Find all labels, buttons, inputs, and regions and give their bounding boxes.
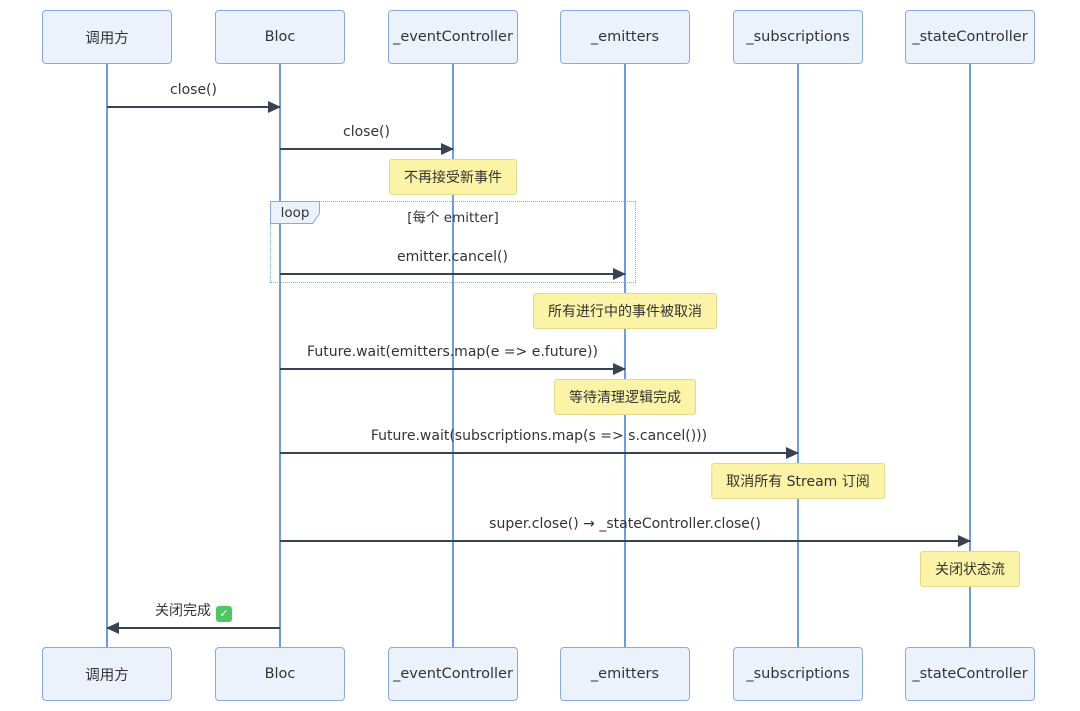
lifeline-bloc	[279, 64, 281, 647]
participant-top-subscriptions: _subscriptions	[733, 10, 863, 64]
participant-bottom-state-controller: _stateController	[905, 647, 1035, 701]
participant-top-caller: 调用方	[42, 10, 172, 64]
message-close-complete: 关闭完成 ✓	[106, 603, 280, 634]
participant-label: _subscriptions	[746, 666, 850, 682]
message-close-caller-to-bloc: close()	[107, 82, 281, 113]
message-label-text: 关闭完成	[155, 603, 211, 619]
note-wait-cleanup: 等待清理逻辑完成	[554, 379, 696, 415]
participant-label: _emitters	[590, 29, 660, 45]
message-label: Future.wait(subscriptions.map(s => s.can…	[370, 428, 708, 444]
message-label: close()	[170, 82, 217, 98]
participant-label: 调用方	[85, 667, 129, 684]
participant-label: _stateController	[912, 29, 1028, 45]
arrowhead-right-icon	[786, 447, 799, 459]
note-no-new-events: 不再接受新事件	[389, 159, 517, 195]
message-line	[107, 101, 281, 113]
message-future-wait-emitters: Future.wait(emitters.map(e => e.future))	[280, 344, 626, 375]
message-line	[280, 535, 971, 547]
message-line	[280, 447, 799, 459]
check-icon: ✓	[216, 606, 232, 622]
participant-bottom-emitters: _emitters	[560, 647, 690, 701]
arrowhead-right-icon	[613, 268, 626, 280]
arrowhead-right-icon	[441, 143, 454, 155]
message-label: close()	[343, 124, 390, 140]
participant-bottom-bloc: Bloc	[215, 647, 345, 701]
participant-label: _eventController	[393, 29, 513, 45]
lifeline-emitters	[624, 64, 626, 647]
message-line	[280, 143, 454, 155]
note-cancel-stream-subscriptions: 取消所有 Stream 订阅	[711, 463, 885, 499]
message-emitter-cancel: emitter.cancel()	[280, 249, 626, 280]
participant-label: 调用方	[85, 30, 129, 47]
loop-condition: [每个 emitter]	[407, 210, 499, 226]
lifeline-subscriptions	[797, 64, 799, 647]
participant-label: _emitters	[590, 666, 660, 682]
note-all-events-cancelled: 所有进行中的事件被取消	[533, 293, 717, 329]
message-future-wait-subscriptions: Future.wait(subscriptions.map(s => s.can…	[280, 428, 799, 459]
loop-frame: loop [每个 emitter]	[270, 201, 636, 283]
loop-label-tab: loop	[270, 201, 320, 224]
message-label: emitter.cancel()	[397, 249, 508, 265]
participant-label: Bloc	[264, 29, 296, 45]
participant-label: _eventController	[393, 666, 513, 682]
arrowhead-left-icon	[106, 622, 119, 634]
participant-top-bloc: Bloc	[215, 10, 345, 64]
participant-label: _stateController	[912, 666, 1028, 682]
participant-top-state-controller: _stateController	[905, 10, 1035, 64]
participant-bottom-event-controller: _eventController	[388, 647, 518, 701]
message-label: 关闭完成 ✓	[107, 603, 280, 622]
participant-top-emitters: _emitters	[560, 10, 690, 64]
participant-label: Bloc	[264, 666, 296, 682]
lifeline-state-controller	[969, 64, 971, 647]
note-close-state-stream: 关闭状态流	[920, 551, 1020, 587]
participant-top-event-controller: _eventController	[388, 10, 518, 64]
message-label: super.close() → _stateController.close()	[489, 516, 761, 532]
message-line	[280, 268, 626, 280]
arrowhead-right-icon	[958, 535, 971, 547]
loop-label: loop	[271, 202, 319, 223]
participant-bottom-subscriptions: _subscriptions	[733, 647, 863, 701]
lifeline-event-controller	[452, 64, 454, 647]
message-line	[280, 363, 626, 375]
participant-bottom-caller: 调用方	[42, 647, 172, 701]
message-line	[106, 622, 280, 634]
message-close-bloc-to-event-controller: close()	[280, 124, 454, 155]
arrowhead-right-icon	[613, 363, 626, 375]
message-super-close: super.close() → _stateController.close()	[280, 516, 971, 547]
message-label: Future.wait(emitters.map(e => e.future))	[307, 344, 598, 360]
arrowhead-right-icon	[268, 101, 281, 113]
participant-label: _subscriptions	[746, 29, 850, 45]
lifeline-caller	[106, 64, 108, 647]
